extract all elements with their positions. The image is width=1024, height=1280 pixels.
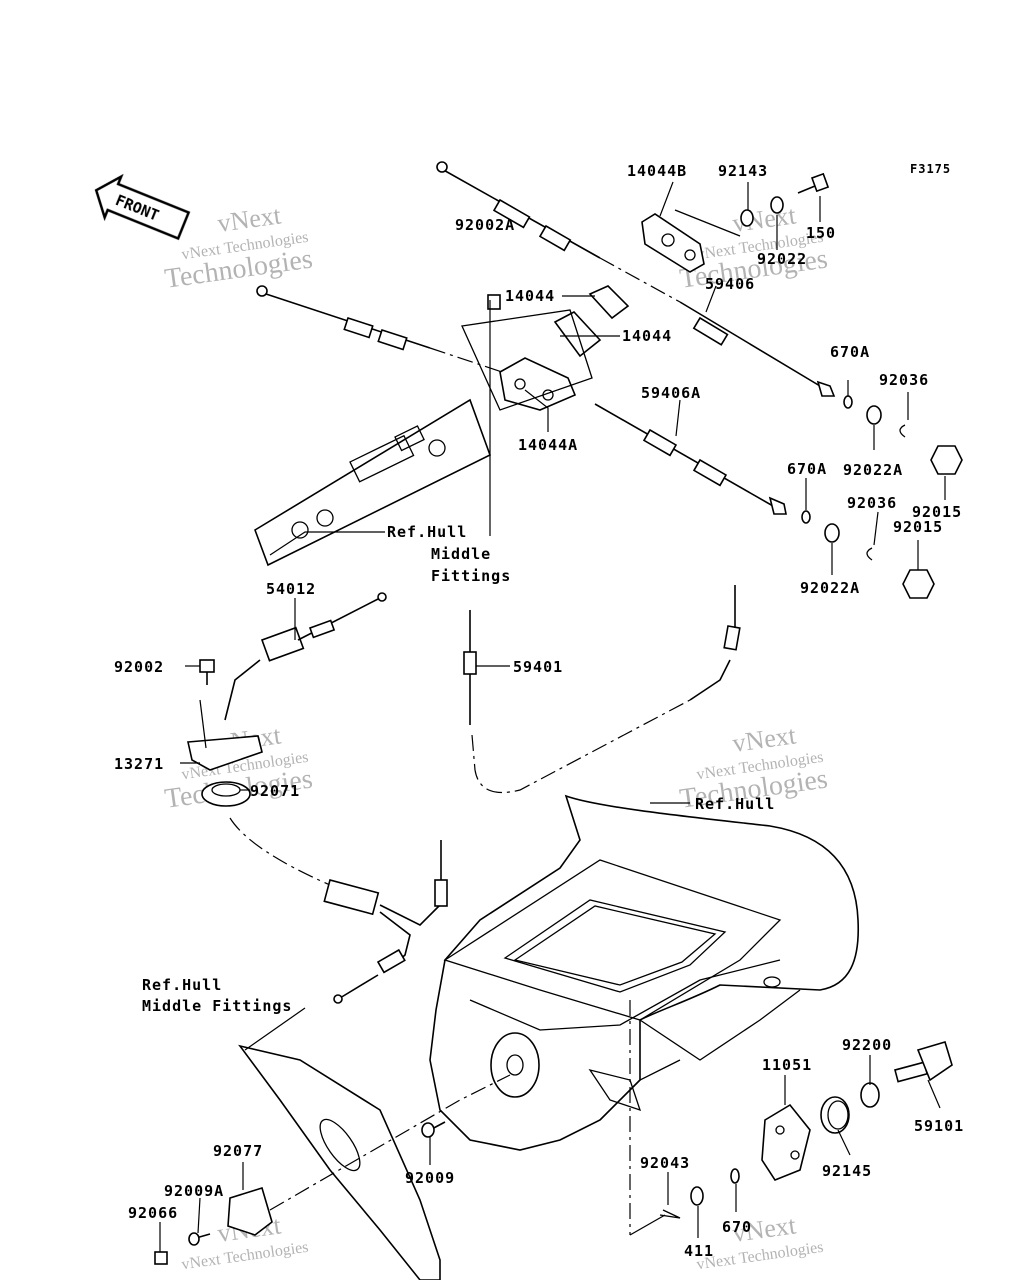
label-92077: 92077: [213, 1142, 263, 1160]
label-92145: 92145: [822, 1162, 872, 1180]
ref-hull-middle-fittings-1c: Fittings: [431, 567, 511, 585]
label-59406: 59406: [705, 275, 755, 293]
label-670A-1: 670A: [830, 343, 870, 361]
washer-92143-icon: [740, 209, 754, 227]
clip-92036-1-icon: [899, 424, 906, 438]
watermark-text: vNext: [731, 720, 799, 758]
figure-code: F3175: [910, 162, 951, 176]
label-92200: 92200: [842, 1036, 892, 1054]
label-14044B: 14044B: [627, 162, 687, 180]
front-arrow-icon: FRONT: [94, 173, 191, 241]
ref-hull: Ref.Hull: [695, 795, 775, 813]
label-14044-upper: 14044: [505, 287, 555, 305]
label-92066: 92066: [128, 1204, 178, 1222]
label-92015-1: 92015: [912, 503, 962, 521]
cable-lower: [229, 817, 448, 1004]
cable-54012: [224, 592, 387, 721]
throttle-cable-left: [256, 285, 521, 379]
bolt-92002A-icon: [487, 294, 501, 310]
label-92002A: 92002A: [455, 216, 515, 234]
knob-92077-icon: [227, 1186, 273, 1236]
grommet-92071-icon: [201, 781, 251, 807]
o-ring-670-icon: [730, 1168, 740, 1184]
pin-92043-icon: [659, 1209, 681, 1219]
washer-92200-icon: [860, 1082, 880, 1108]
ref-hull-middle-fittings-1a: Ref.Hull: [387, 523, 467, 541]
screw-92009-icon: [421, 1121, 446, 1138]
label-11051: 11051: [762, 1056, 812, 1074]
plate-13271-icon: [187, 735, 263, 771]
label-92043: 92043: [640, 1154, 690, 1172]
label-92015-2: 92015: [893, 518, 943, 536]
label-59401: 59401: [513, 658, 563, 676]
label-670: 670: [722, 1218, 752, 1236]
label-14044-lower: 14044: [622, 327, 672, 345]
hull-trim-panel: [238, 1044, 441, 1280]
o-ring-670A-2-icon: [801, 510, 811, 524]
bracket-14044-upper: [588, 285, 630, 320]
clip-92036-2-icon: [866, 547, 873, 561]
label-14044A: 14044A: [518, 436, 578, 454]
label-411: 411: [684, 1242, 714, 1260]
watermark-2: vNext vNext Technologies Technologies: [678, 200, 830, 295]
label-92002: 92002: [114, 658, 164, 676]
washer-92022A-2-icon: [824, 523, 840, 543]
washer-92022-icon: [770, 196, 784, 214]
label-92071: 92071: [250, 782, 300, 800]
cable-59401: [463, 585, 741, 794]
label-13271: 13271: [114, 755, 164, 773]
washer-411-icon: [690, 1186, 704, 1206]
nut-92066-icon: [154, 1251, 168, 1265]
bolt-92002-icon: [199, 659, 215, 685]
label-92009: 92009: [405, 1169, 455, 1187]
label-92036-2: 92036: [847, 494, 897, 512]
cable-59406A: [594, 403, 787, 515]
mount-outline: [461, 309, 593, 411]
label-59101: 59101: [914, 1117, 964, 1135]
bolt-150: [797, 172, 830, 194]
nut-92015-1-icon: [930, 445, 963, 475]
label-670A-2: 670A: [787, 460, 827, 478]
ref-hull-middle-fittings-2b: Middle Fittings: [142, 997, 292, 1015]
ref-hull-middle-fittings-1b: Middle: [431, 545, 491, 563]
part-labels: 14044B 92143 150 92022 92002A 14044 5940…: [114, 162, 964, 1260]
label-92022: 92022: [757, 250, 807, 268]
watermark-6: vNext vNext Technologies: [695, 1210, 824, 1273]
label-92009A: 92009A: [164, 1182, 224, 1200]
label-92036-1: 92036: [879, 371, 929, 389]
label-92022A-1: 92022A: [843, 461, 903, 479]
hull-body: [429, 794, 860, 1151]
watermark-text: vNext: [216, 200, 284, 238]
shaft-59101-icon: [894, 1041, 953, 1083]
nut-92015-2-icon: [902, 569, 935, 599]
label-54012: 54012: [266, 580, 316, 598]
bracket-14044A: [499, 357, 577, 411]
cable-59406: [436, 161, 836, 397]
label-150: 150: [806, 224, 836, 242]
plate-11051-icon: [761, 1103, 811, 1181]
label-59406A: 59406A: [641, 384, 701, 402]
label-92022A-2: 92022A: [800, 579, 860, 597]
reference-labels: Ref.Hull Middle Fittings Ref.Hull Ref.Hu…: [142, 523, 775, 1015]
leader-lines: [159, 181, 946, 1252]
ref-hull-middle-fittings-2a: Ref.Hull: [142, 976, 222, 994]
o-ring-670A-1-icon: [843, 395, 853, 409]
bracket-14044B: [641, 209, 741, 273]
washer-92022A-1-icon: [866, 405, 882, 425]
label-92143: 92143: [718, 162, 768, 180]
spring-92145-icon: [820, 1096, 850, 1134]
screw-92009A-icon: [188, 1232, 211, 1246]
